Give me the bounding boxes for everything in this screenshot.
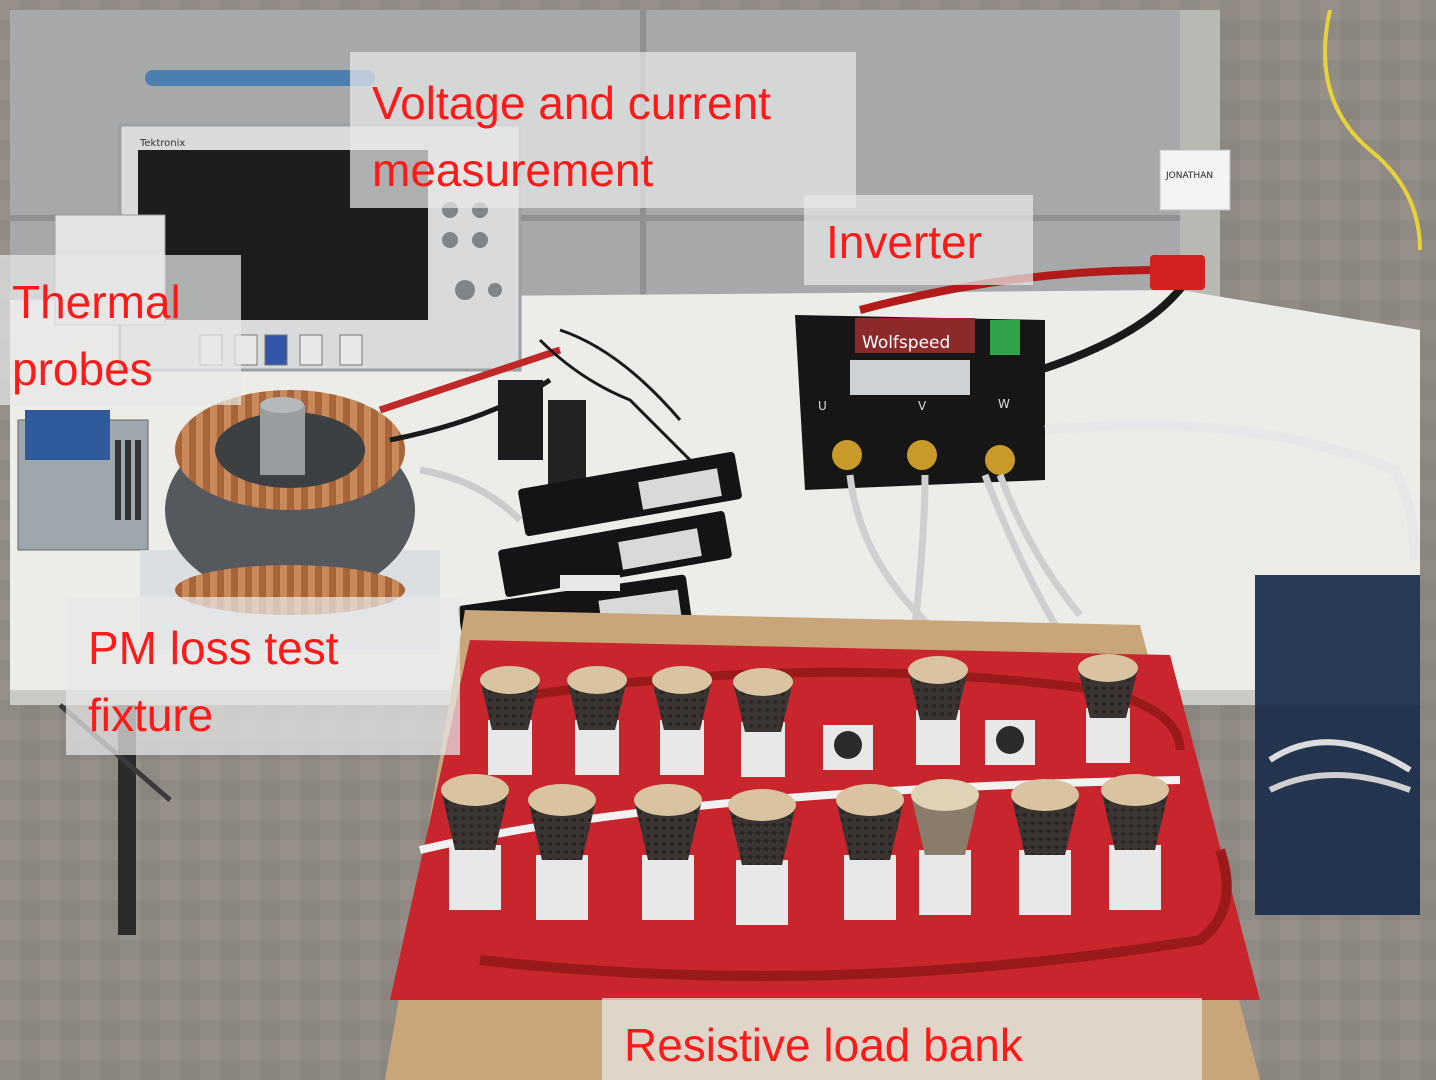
label-pm-loss-test-fixture: PM loss test fixture xyxy=(66,597,460,755)
scope-brand-text: Tektronix xyxy=(139,138,185,149)
name-badge xyxy=(1159,149,1231,211)
shaft xyxy=(260,405,305,475)
svg-text:U: U xyxy=(818,399,827,413)
label-inverter: Inverter xyxy=(804,195,1033,285)
storage-bin xyxy=(1255,705,1420,915)
label-voltage-current-measurement: Voltage and current measurement xyxy=(350,52,856,208)
resistor-row-top xyxy=(480,654,1138,777)
table-leg xyxy=(118,705,136,935)
badge-text: JONATHAN xyxy=(1165,171,1213,181)
power-adapter xyxy=(498,380,543,460)
oscilloscope-handle xyxy=(145,70,375,86)
label-thermal-probes: Thermal probes xyxy=(0,255,241,405)
power-connector xyxy=(1150,255,1205,290)
inverter-brand-text: Wolfspeed xyxy=(862,333,950,353)
label-resistive-load-bank: Resistive load bank xyxy=(602,998,1202,1080)
current-probe-1 xyxy=(518,451,742,537)
svg-text:W: W xyxy=(998,397,1010,411)
svg-text:V: V xyxy=(918,399,927,413)
resistor-row-bottom xyxy=(441,774,1169,925)
